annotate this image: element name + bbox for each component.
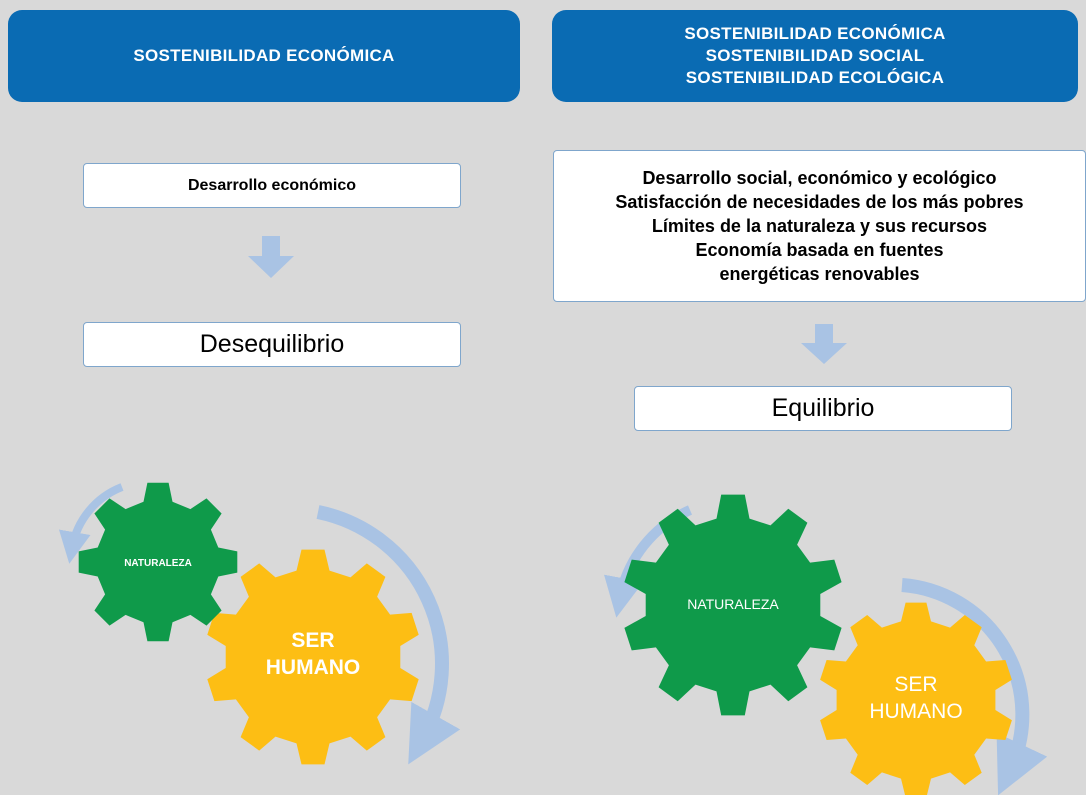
left-ser-humano-label-2: HUMANO xyxy=(266,656,361,679)
gR-ser-shape xyxy=(820,602,1012,795)
right-header-line1: SOSTENIBILIDAD ECONÓMICA xyxy=(684,24,946,43)
right-concept-box: Desarrollo social, económico y ecológico… xyxy=(553,150,1086,302)
left-naturaleza-label: NATURALEZA xyxy=(124,558,192,569)
left-naturaleza-gear xyxy=(78,482,238,642)
right-concept-line5: energéticas renovables xyxy=(719,264,920,284)
right-concept-line2: Satisfacción de necesidades de los más p… xyxy=(615,192,1024,212)
left-concept-text: Desarrollo económico xyxy=(187,176,357,194)
left-down-arrow xyxy=(248,236,294,278)
right-concept-line4: Economía basada en fuentes xyxy=(695,240,944,260)
right-header: SOSTENIBILIDAD ECONÓMICA SOSTENIBILIDAD … xyxy=(552,10,1078,102)
left-header-title: SOSTENIBILIDAD ECONÓMICA xyxy=(133,46,395,65)
gR-nat-shape xyxy=(624,494,842,716)
right-naturaleza-gear xyxy=(624,494,842,716)
left-concept-box: Desarrollo económico xyxy=(83,163,461,208)
right-down-arrow xyxy=(801,324,847,364)
left-header: SOSTENIBILIDAD ECONÓMICA xyxy=(8,10,520,102)
right-concept-line3: Límites de la naturaleza y sus recursos xyxy=(651,216,988,236)
left-ser-humano-label-1: SER xyxy=(291,629,334,652)
right-concept-line1: Desarrollo social, económico y ecológico xyxy=(642,168,997,188)
right-header-line2: SOSTENIBILIDAD SOCIAL xyxy=(705,46,925,65)
right-ser-humano-label-2: HUMANO xyxy=(869,700,962,723)
right-ser-humano-gear xyxy=(820,602,1012,795)
right-ser-humano-rotation-arrow xyxy=(901,578,1048,795)
right-ser-humano-label-1: SER xyxy=(894,673,937,696)
left-large-rotation-arrow xyxy=(316,505,461,765)
right-naturaleza-label: NATURALEZA xyxy=(687,596,779,612)
left-ser-humano-gear xyxy=(207,549,419,765)
right-result-text: Equilibrio xyxy=(771,394,875,422)
right-header-line3: SOSTENIBILIDAD ECOLÓGICA xyxy=(685,68,945,87)
left-small-rotation-arrow xyxy=(58,483,124,564)
right-result-box: Equilibrio xyxy=(634,386,1012,431)
gL-big-shape xyxy=(207,549,419,765)
gL-small-shape xyxy=(78,482,238,642)
left-result-text: Desequilibrio xyxy=(199,330,345,358)
left-result-box: Desequilibrio xyxy=(83,322,461,367)
